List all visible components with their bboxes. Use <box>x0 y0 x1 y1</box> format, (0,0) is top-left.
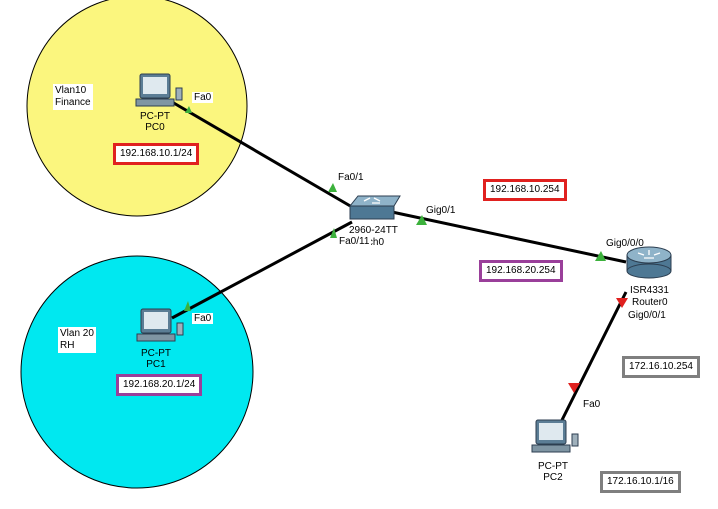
gateway-vlan10-note[interactable]: 192.168.10.254 <box>483 179 567 201</box>
pc0-model: PC-PT <box>140 111 170 122</box>
pc1-labels: PC-PT PC1 <box>141 348 171 370</box>
port-status-up-icon <box>416 215 427 225</box>
pc0-labels: PC-PT PC0 <box>140 111 170 133</box>
pc1-model: PC-PT <box>141 348 171 359</box>
router0-name: Router0 <box>632 297 668 308</box>
router-wan-ip-note[interactable]: 172.16.10.254 <box>622 356 700 378</box>
pc2-labels: PC-PT PC2 <box>538 461 568 483</box>
link-router0-pc2[interactable] <box>560 291 628 421</box>
pc1-pc-icon[interactable] <box>136 308 184 342</box>
router0-model: ISR4331 <box>630 285 669 296</box>
port-status-up-icon <box>330 228 337 238</box>
router0-router-icon[interactable] <box>626 246 672 279</box>
pc0-name: PC0 <box>145 122 165 133</box>
vlan10-label-text: Vlan10 Finance <box>55 85 91 108</box>
switch0-switch-icon[interactable] <box>348 195 401 220</box>
link-pc0-switch0[interactable] <box>171 100 353 209</box>
pc2-model: PC-PT <box>538 461 568 472</box>
router-port-gig0-0-1-label: Gig0/0/1 <box>628 310 666 321</box>
port-status-up-icon <box>328 183 337 192</box>
pc2-pc-icon[interactable] <box>531 419 579 453</box>
switch-port-fa0-11-label: Fa0/11 <box>337 236 372 247</box>
port-status-down-icon <box>616 298 628 308</box>
router-port-gig0-0-0-label: Gig0/0/0 <box>606 238 644 249</box>
switch-port-gig0-1-label: Gig0/1 <box>426 205 456 216</box>
port-status-up-icon <box>185 106 192 113</box>
port-status-down-icon <box>568 383 580 393</box>
gateway-vlan20-note[interactable]: 192.168.20.254 <box>479 260 563 282</box>
vlan20-label-text: Vlan 20 RH <box>60 328 94 351</box>
port-status-up-icon <box>595 251 606 261</box>
switch-port-fa0-1-label: Fa0/1 <box>338 172 364 183</box>
pc0-pc-icon[interactable] <box>135 73 183 107</box>
pc0-port-label: Fa0 <box>192 92 214 103</box>
pc2-ip-note[interactable]: 172.16.10.1/16 <box>600 471 681 493</box>
link-pc1-switch0[interactable] <box>171 220 353 320</box>
port-status-up-icon <box>184 301 191 311</box>
vlan10-label: Vlan10 Finance <box>53 84 93 110</box>
pc2-name: PC2 <box>543 472 563 483</box>
pc2-port-label: Fa0 <box>581 399 603 410</box>
link-switch0-router0[interactable] <box>391 210 627 264</box>
vlan20-rh-zone <box>20 255 254 489</box>
vlan20-label: Vlan 20 RH <box>58 327 96 353</box>
pc1-ip-note[interactable]: 192.168.20.1/24 <box>116 374 203 396</box>
switch0-model: 2960-24TT <box>349 225 398 236</box>
pc1-port-label: Fa0 <box>192 313 214 324</box>
pc1-name: PC1 <box>146 359 166 370</box>
pc0-ip-note[interactable]: 192.168.10.1/24 <box>113 143 200 165</box>
